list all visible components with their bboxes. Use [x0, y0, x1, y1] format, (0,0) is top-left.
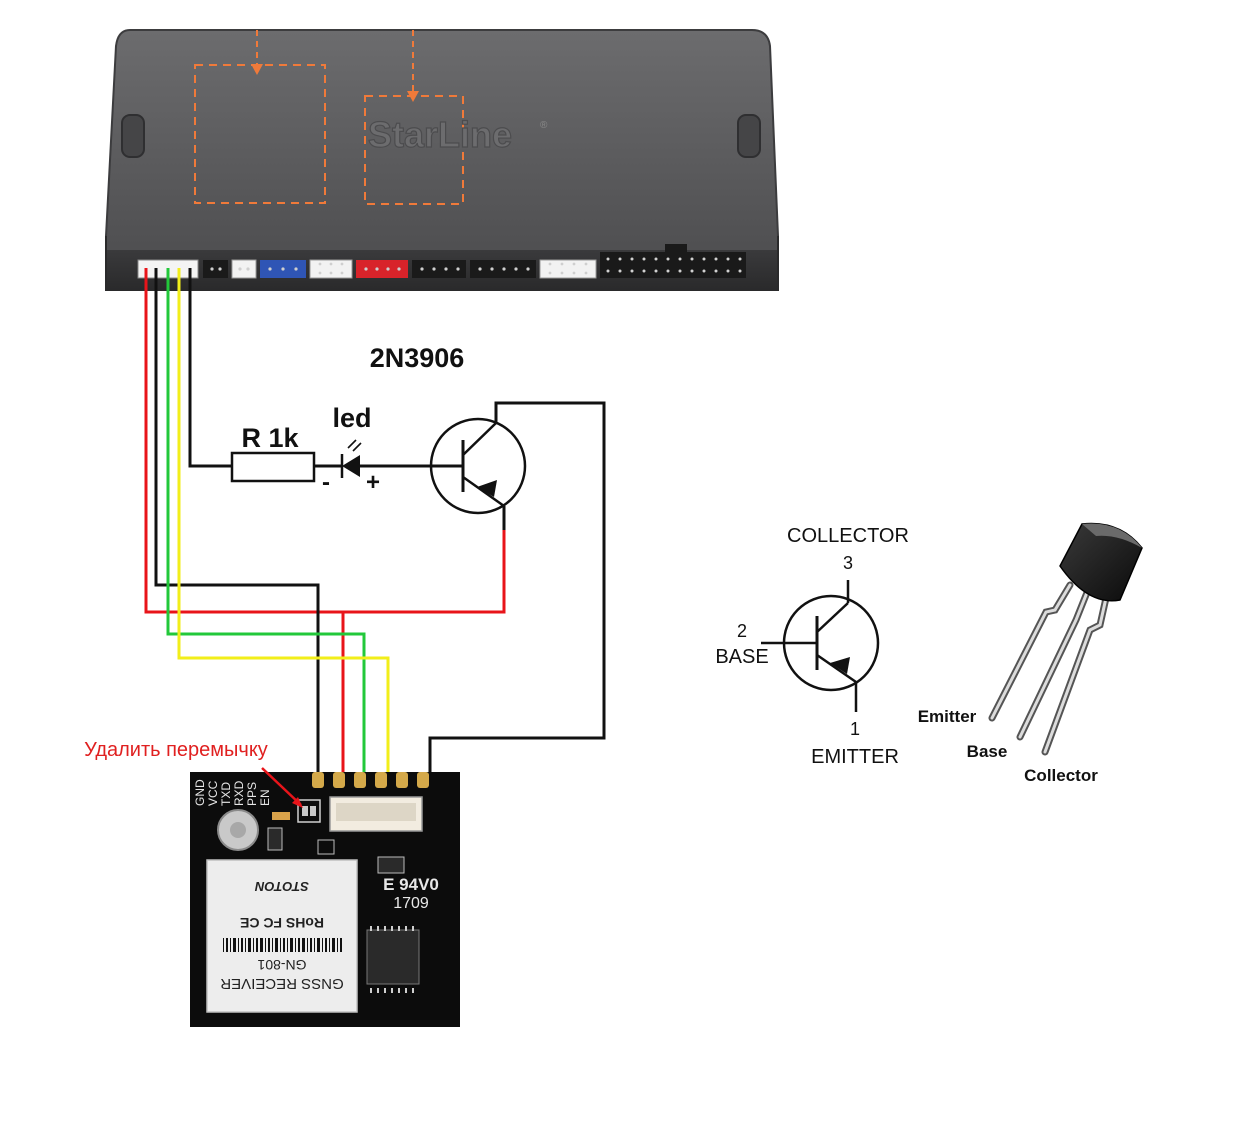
pin-label-gnd: GND	[193, 779, 207, 806]
pin-label-en: EN	[258, 789, 272, 806]
cert-marks: RoHS FC CE	[240, 915, 324, 931]
led-minus-label: -	[322, 469, 330, 496]
brand-mark: ®	[540, 120, 548, 131]
gps-pads	[312, 772, 429, 788]
brand-logo: StarLine	[368, 114, 512, 155]
board-code: 1709	[393, 895, 429, 912]
gnss-model-label: GN-801	[257, 957, 306, 973]
package-collector-label: Collector	[1024, 766, 1098, 785]
maker-logo: STOTON	[255, 879, 309, 894]
led-diode-icon	[342, 455, 360, 477]
pin-label-pps: PPS	[245, 782, 259, 806]
board-mark: E 94V0	[383, 875, 439, 894]
shield-labels: GNSS RECEIVER GN-801 RoHS FC CE STOTON	[220, 879, 344, 992]
connector-red	[356, 260, 408, 278]
arrow-icon	[251, 64, 263, 75]
wire-black-collector	[428, 401, 606, 775]
connector-main	[600, 252, 746, 278]
led: led - +	[322, 403, 380, 496]
base-label: BASE	[715, 646, 768, 668]
emitter-label: EMITTER	[811, 746, 899, 768]
pin-label-rxd: RXD	[232, 780, 246, 806]
resistor: R 1k	[230, 423, 316, 483]
gnss-receiver-label: GNSS RECEIVER	[220, 975, 344, 992]
connector-row	[137, 244, 746, 279]
connector	[412, 260, 466, 278]
collector-label: COLLECTOR	[787, 525, 909, 547]
starline-unit: StarLine ®	[105, 29, 779, 291]
package-emitter-label: Emitter	[918, 707, 977, 726]
wires	[144, 268, 606, 775]
jumper-pad	[297, 799, 321, 823]
led-label: led	[332, 403, 371, 433]
mount-tab-right	[737, 114, 761, 158]
light-ray-icon	[352, 442, 362, 452]
connector	[231, 259, 257, 279]
collector-number: 3	[843, 553, 853, 573]
jumper-note: Удалить перемычку	[84, 739, 268, 761]
transistor-model-label: 2N3906	[370, 343, 465, 373]
connector	[203, 260, 228, 278]
pin-label-vcc: VCC	[206, 780, 220, 806]
wire-red-vcc	[144, 268, 506, 614]
wire-black-gnd	[154, 268, 320, 775]
wire-yellow-tx	[177, 268, 390, 775]
emitter-number: 1	[850, 719, 860, 739]
resistor-body	[230, 451, 316, 483]
transistor-symbol	[429, 417, 527, 530]
wire-black-signal	[188, 268, 232, 468]
arrow-icon	[292, 797, 303, 808]
pin-label-txd: TXD	[219, 782, 233, 806]
resistor-label: R 1k	[241, 423, 299, 453]
light-ray-icon	[347, 439, 357, 449]
emitter-arrow-icon	[477, 480, 497, 497]
led-indicator	[377, 856, 405, 874]
mount-tab-left	[121, 114, 145, 158]
barcode	[223, 938, 342, 952]
package-base-label: Base	[967, 742, 1008, 761]
to92-package: Emitter Base Collector	[918, 522, 1143, 785]
emitter-arrow-icon	[830, 657, 850, 674]
jumper-pointer	[261, 767, 302, 806]
base-number: 2	[737, 621, 747, 641]
pinout-diagram: COLLECTOR 3 2 BASE 1 EMITTER	[715, 525, 909, 768]
connector	[539, 259, 597, 279]
smd-resistor	[272, 812, 290, 820]
wire-green-rx	[166, 268, 366, 775]
arrow-icon	[407, 91, 419, 102]
gnss-shield	[206, 859, 358, 1013]
led-plus-label: +	[366, 469, 380, 496]
gps-chip	[366, 929, 420, 985]
antenna-zone-1	[194, 64, 326, 204]
